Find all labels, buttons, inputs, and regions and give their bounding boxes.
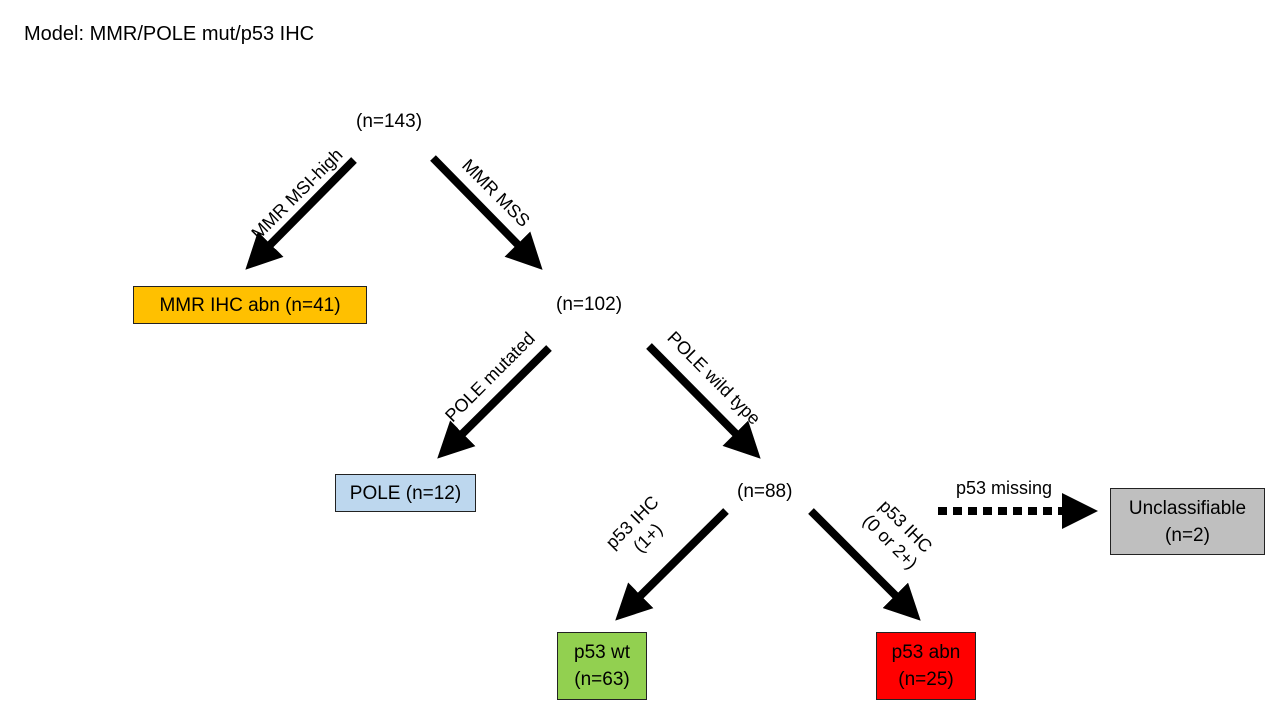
edge-label-p53-missing: p53 missing (955, 478, 1053, 498)
leaf-unclassifiable-line2: (n=2) (1165, 524, 1210, 546)
arrow-msi-high (245, 157, 357, 270)
arrow-mss (430, 155, 543, 270)
node-mss: (n=102) (556, 294, 623, 315)
arrow-p53-1plus (615, 508, 729, 621)
node-root: (n=143) (356, 111, 423, 132)
leaf-p53-abn-line1: p53 abn (891, 642, 961, 663)
arrow-pole-mutated (437, 345, 552, 459)
node-pole-wild: (n=88) (737, 481, 793, 502)
leaf-p53-wt-line1: p53 wt (574, 642, 630, 663)
leaf-mmr-ihc-abn: MMR IHC abn (n=41) (133, 286, 367, 324)
diagram-title: Model: MMR/POLE mut/p53 IHC (24, 23, 315, 45)
leaf-p53-abn: p53 abn (n=25) (876, 632, 976, 700)
leaf-mmr-ihc-abn-label: MMR IHC abn (n=41) (159, 294, 341, 316)
leaf-p53-abn-line2: (n=25) (898, 669, 954, 690)
leaf-unclassifiable-line1: Unclassifiable (1128, 497, 1247, 519)
leaf-p53-wt-line2: (n=63) (574, 669, 630, 690)
leaf-pole-label: POLE (n=12) (349, 482, 462, 504)
leaf-p53-wt: p53 wt (n=63) (557, 632, 647, 700)
leaf-unclassifiable: Unclassifiable (n=2) (1110, 488, 1265, 555)
arrow-pole-wild (646, 343, 761, 459)
leaf-pole: POLE (n=12) (335, 474, 476, 512)
arrow-p53-0or2 (808, 508, 921, 621)
